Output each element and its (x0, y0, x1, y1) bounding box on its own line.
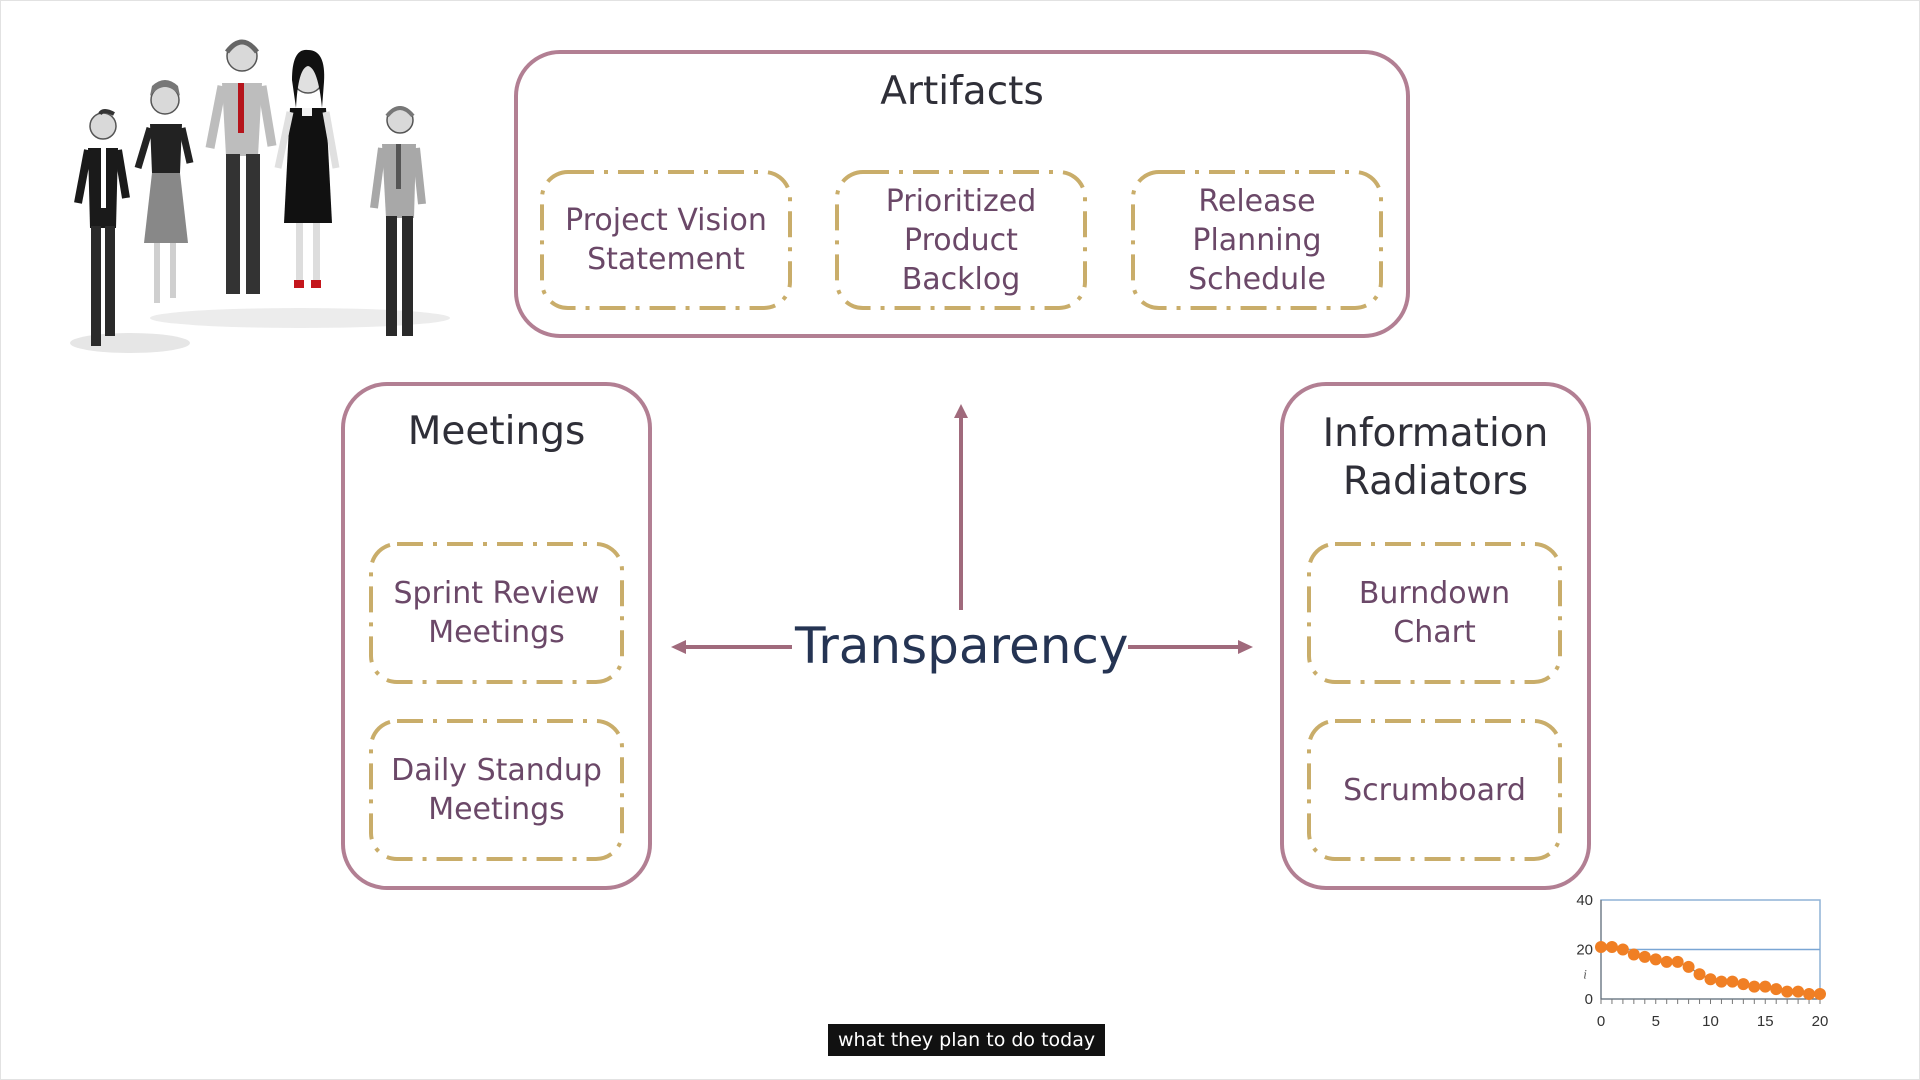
artifacts-title: Artifacts (880, 69, 1044, 114)
meetings-title: Meetings (407, 409, 586, 454)
series-point (1660, 955, 1673, 968)
series-point (1737, 978, 1750, 991)
series-point (1759, 980, 1772, 993)
y-tick-label: 0 (1585, 991, 1593, 1008)
series-point (1638, 950, 1651, 963)
series-point (1792, 985, 1805, 998)
prioritized-product-backlog-label: Prioritized Product Backlog (885, 183, 1037, 297)
daily-standup-meetings-box: Daily Standup Meetings (369, 719, 624, 861)
meetings-box: Meetings (341, 382, 652, 890)
daily-standup-meetings-label: Daily Standup Meetings (391, 753, 602, 827)
burndown-chart-box: Burndown Chart (1307, 542, 1562, 684)
y-tick-label: 40 (1576, 892, 1593, 909)
x-tick-label: 15 (1757, 1013, 1774, 1030)
arrow-right-icon (1128, 640, 1253, 654)
transparency-label: Transparency (795, 617, 1129, 675)
series-point (1781, 985, 1794, 998)
x-tick-label: 10 (1702, 1013, 1719, 1030)
y-tick-label: 20 (1576, 942, 1593, 959)
artifacts-box: Artifacts (514, 50, 1410, 338)
y-axis-label: i (1583, 966, 1587, 981)
series-point (1803, 988, 1816, 1001)
information-radiators-box: Information Radiators (1280, 382, 1591, 890)
project-vision-statement-label: Project Vision Statement (565, 203, 767, 277)
series-point (1726, 975, 1739, 988)
series-point (1770, 983, 1783, 996)
series-point (1616, 943, 1629, 956)
series-point (1671, 955, 1684, 968)
subtitle-caption: what they plan to do today (828, 1024, 1106, 1056)
x-tick-label: 5 (1652, 1013, 1660, 1030)
arrow-up-icon (954, 404, 968, 610)
sprint-review-meetings-label: Sprint Review Meetings (393, 576, 600, 650)
series-point (1715, 975, 1728, 988)
arrow-left-icon (671, 640, 792, 654)
series-point (1814, 988, 1826, 1001)
x-tick-label: 0 (1597, 1013, 1605, 1030)
series-point (1595, 941, 1607, 954)
series-point (1693, 968, 1706, 981)
release-planning-schedule-label: Release Planning Schedule (1188, 183, 1326, 297)
x-tick-label: 20 (1812, 1013, 1829, 1030)
information-radiators-title: Information Radiators (1322, 411, 1549, 504)
burndown-chart-svg: 0 5 10 15 20 0 20 40 i (1576, 892, 1829, 1030)
series-point (1704, 973, 1717, 986)
scrumboard-label: Scrumboard (1343, 772, 1526, 808)
series-point (1605, 941, 1618, 954)
series-point (1627, 948, 1640, 961)
release-planning-schedule-box: Release Planning Schedule (1131, 170, 1383, 310)
project-vision-statement-box: Project Vision Statement (540, 170, 792, 310)
series-point (1748, 980, 1761, 993)
scrumboard-box: Scrumboard (1307, 719, 1562, 861)
series-point (1682, 960, 1695, 973)
prioritized-product-backlog-box: Prioritized Product Backlog (835, 170, 1087, 310)
series-point (1649, 953, 1662, 966)
burndown-chart-label: Burndown Chart (1358, 576, 1511, 650)
burndown-mini-chart: 0 5 10 15 20 0 20 40 i (1555, 890, 1835, 1035)
team-people-illustration-icon (70, 39, 450, 353)
sprint-review-meetings-box: Sprint Review Meetings (369, 542, 624, 684)
